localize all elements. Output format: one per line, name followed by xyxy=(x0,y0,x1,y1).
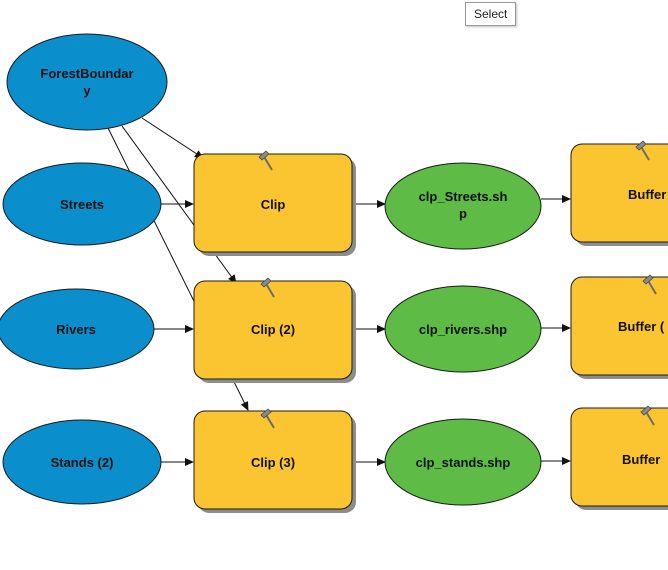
clp-stands-label: clp_stands.shp xyxy=(416,455,511,470)
tool-buffer[interactable]: Buffer xyxy=(570,140,668,246)
stands-label: Stands (2) xyxy=(51,455,114,470)
input-streets[interactable]: Streets xyxy=(2,162,162,246)
clp-streets-label-line1: clp_Streets.sh xyxy=(419,189,508,204)
output-clp-streets[interactable]: clp_Streets.sh p xyxy=(384,162,542,250)
buffer-label: Buffer xyxy=(628,187,666,202)
buffer-3-label: Buffer xyxy=(622,452,660,467)
tool-buffer-3[interactable]: Buffer xyxy=(570,405,668,510)
tool-clip-2[interactable]: Clip (2) xyxy=(193,277,356,383)
tool-buffer-2[interactable]: Buffer ( xyxy=(570,274,668,379)
input-rivers[interactable]: Rivers xyxy=(0,288,155,370)
connector-forestboundary-to-clip xyxy=(141,117,204,159)
buffer-2-label: Buffer ( xyxy=(618,319,665,334)
tool-clip-3[interactable]: Clip (3) xyxy=(193,408,356,513)
input-forest-boundary[interactable]: ForestBoundar y xyxy=(6,33,168,131)
input-stands[interactable]: Stands (2) xyxy=(2,419,162,505)
streets-label: Streets xyxy=(60,197,104,212)
clip-2-label: Clip (2) xyxy=(251,322,295,337)
clp-rivers-label: clp_rivers.shp xyxy=(419,322,507,337)
rivers-label: Rivers xyxy=(56,322,96,337)
clip-label: Clip xyxy=(261,197,286,212)
output-clp-stands[interactable]: clp_stands.shp xyxy=(384,418,542,506)
select-tooltip: Select xyxy=(465,2,517,26)
forest-boundary-label-line2: y xyxy=(83,83,91,98)
tool-clip[interactable]: Clip xyxy=(193,150,356,256)
clip-3-label: Clip (3) xyxy=(251,455,295,470)
forest-boundary-label-line1: ForestBoundar xyxy=(40,66,133,81)
output-clp-rivers[interactable]: clp_rivers.shp xyxy=(384,285,542,373)
clp-streets-label-line2: p xyxy=(459,206,467,221)
